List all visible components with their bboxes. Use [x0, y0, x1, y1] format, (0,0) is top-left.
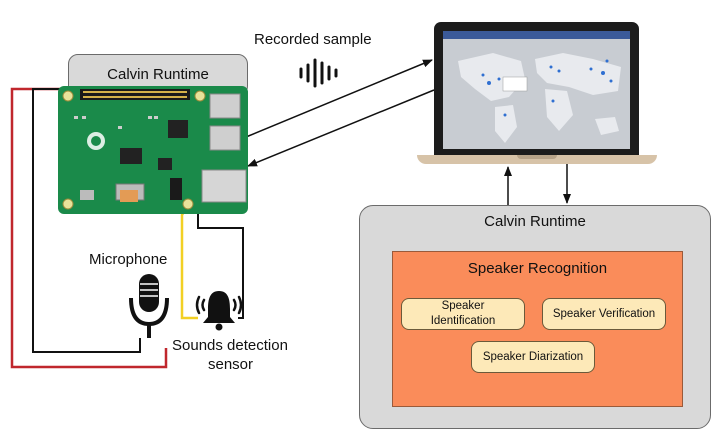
speaker-diarization-label: Speaker Diarization [482, 350, 584, 363]
laptop-map-screen [443, 31, 630, 149]
laptop-icon [434, 22, 639, 156]
arrow-to-laptop [245, 59, 433, 138]
speaker-identification-line1: Speaker [441, 300, 485, 312]
speaker-verification-label: Speaker Verification [552, 307, 656, 320]
speaker-recognition-box: Speaker Recognition Speaker Identificati… [392, 251, 683, 407]
speaker-identification-line2: Identification [430, 315, 496, 327]
raspberry-pi-details [62, 89, 247, 210]
recorded-sample-label: Recorded sample [254, 31, 372, 48]
black-wire-sensor [197, 208, 244, 319]
laptop-notch [517, 155, 557, 159]
waveform-icon [299, 58, 338, 88]
right-runtime-title: Calvin Runtime [484, 213, 586, 230]
sounds-detection-label-line2: sensor [208, 356, 254, 373]
alarm-bell-icon [195, 291, 243, 331]
speaker-identification-module: Speaker Identification [401, 298, 525, 330]
laptop-map-drawing [458, 53, 621, 143]
speaker-diarization-module: Speaker Diarization [471, 341, 595, 373]
microphone-label: Microphone [89, 251, 168, 268]
raspberry-pi-board [58, 86, 248, 214]
speaker-verification-module: Speaker Verification [542, 298, 666, 330]
arrow-to-pi [247, 89, 435, 167]
speaker-recognition-title: Speaker Recognition [467, 260, 608, 277]
laptop-browser-bar [443, 31, 630, 39]
right-runtime-box: Calvin Runtime Speaker Recognition Speak… [359, 205, 711, 429]
sounds-detection-label-line1: Sounds detection [172, 337, 288, 354]
microphone-icon [129, 274, 169, 338]
laptop-base [417, 155, 657, 164]
left-runtime-title: Calvin Runtime [107, 66, 209, 83]
